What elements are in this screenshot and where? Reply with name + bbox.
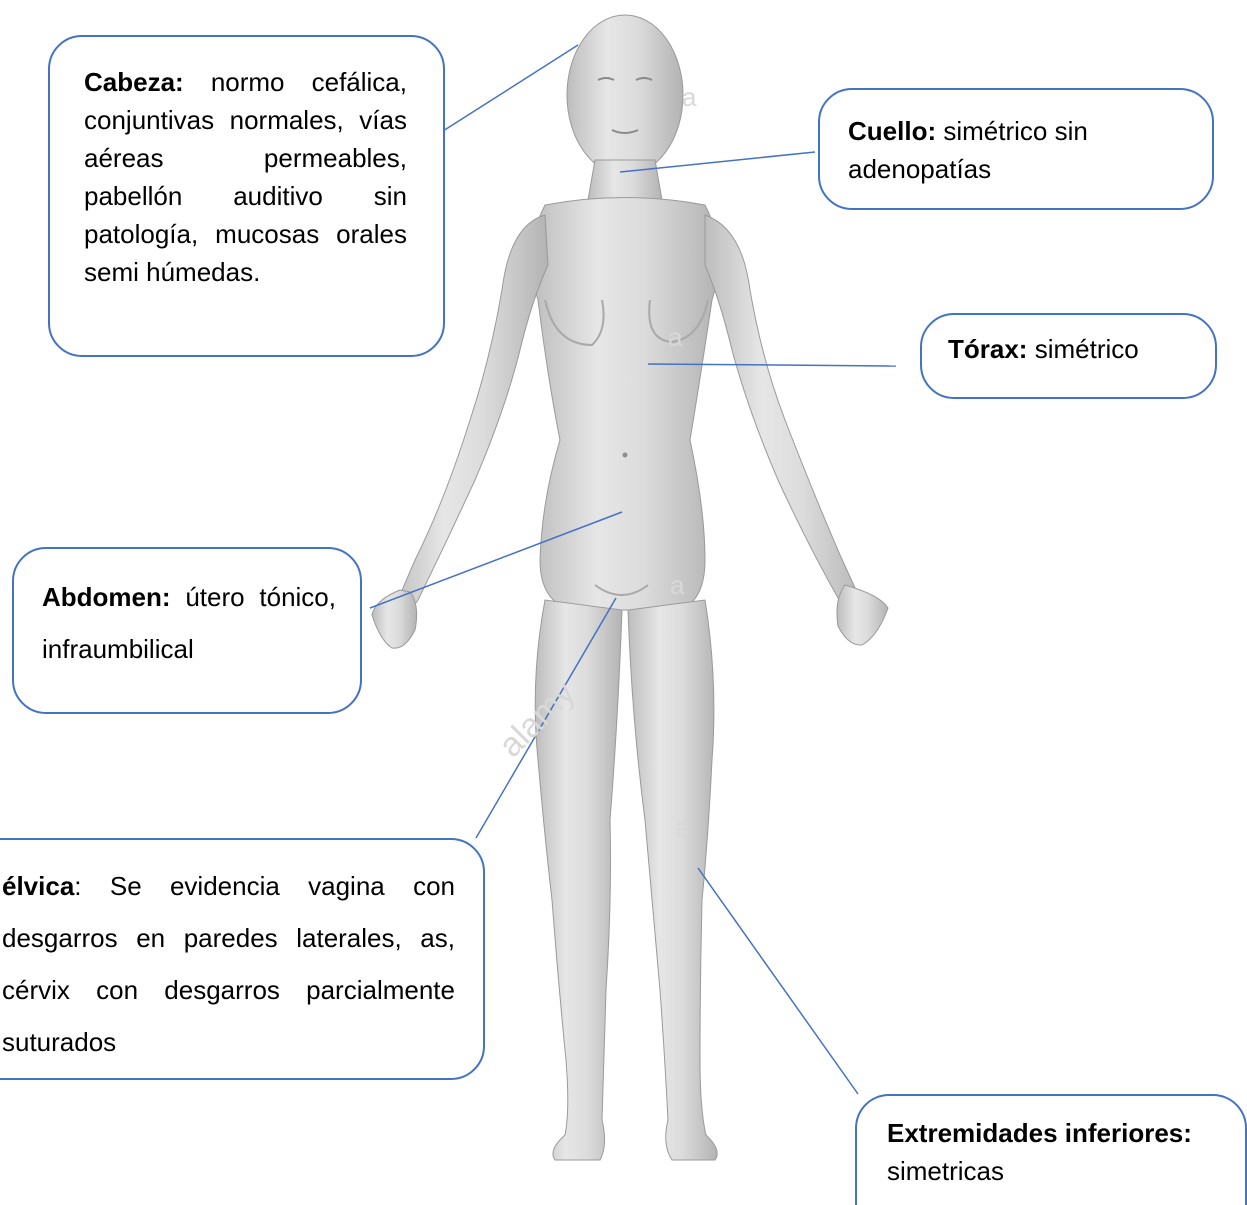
- watermark-mark: a: [668, 322, 682, 353]
- leader-line-extremidades: [698, 868, 858, 1094]
- watermark-mark: a: [675, 812, 689, 843]
- callout-cabeza: Cabeza: normo cefálica, conjuntivas norm…: [48, 35, 445, 357]
- right-hand: [837, 585, 888, 645]
- head: [567, 15, 683, 175]
- right-leg: [628, 600, 717, 1160]
- callout-extremidades-heading: Extremidades inferiores:: [887, 1118, 1192, 1148]
- callout-extremidades: Extremidades inferiores: simetricas: [855, 1094, 1247, 1205]
- torso: [531, 198, 718, 611]
- watermark-mark: a: [670, 570, 684, 601]
- callout-abdomen-heading: Abdomen:: [42, 582, 171, 612]
- callout-torax-heading: Tórax:: [948, 334, 1027, 364]
- callout-pelvica-separator: :: [74, 871, 81, 901]
- navel: [623, 453, 628, 458]
- leader-line-cabeza: [443, 45, 578, 131]
- callout-cabeza-heading: Cabeza:: [84, 67, 184, 97]
- callout-cabeza-text: normo cefálica, conjuntivas normales, ví…: [84, 67, 407, 287]
- callout-torax: Tórax: simétrico: [920, 313, 1217, 399]
- callout-pelvica: élvica: Se evidencia vagina con desgarro…: [0, 838, 485, 1080]
- callout-cuello: Cuello: simétrico sin adenopatías: [818, 88, 1214, 210]
- callout-torax-text: simétrico: [1035, 334, 1139, 364]
- callout-extremidades-text: simetricas: [887, 1156, 1004, 1186]
- watermark-mark: a: [682, 82, 696, 113]
- callout-pelvica-heading: élvica: [2, 871, 74, 901]
- callout-cuello-heading: Cuello:: [848, 116, 936, 146]
- right-arm: [705, 215, 868, 608]
- neck: [588, 160, 662, 200]
- callout-abdomen: Abdomen: útero tónico, infraumbilical: [12, 547, 362, 714]
